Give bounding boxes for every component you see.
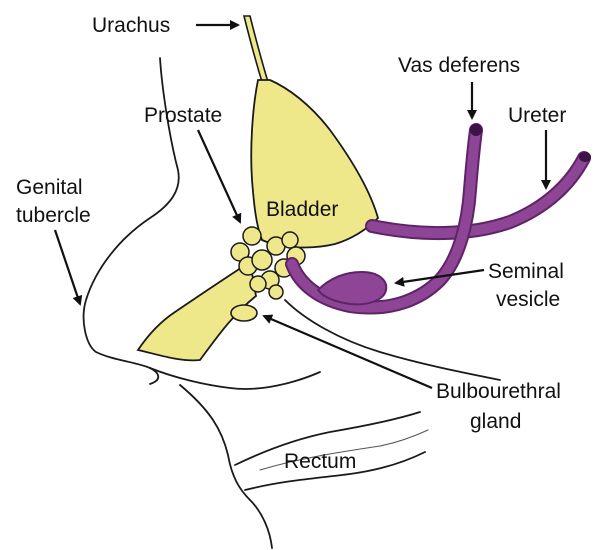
urachus-tube xyxy=(242,15,270,83)
labels: Urachus Prostate Genital tubercle Vas de… xyxy=(16,14,566,473)
label-seminal-line2: vesicle xyxy=(496,288,560,311)
label-bulbourethral-line1: Bulbourethral xyxy=(436,380,561,403)
arrow-seminal-vesicle xyxy=(394,268,485,287)
urethra xyxy=(136,260,257,362)
seminal-vesicle xyxy=(316,270,388,306)
bladder-body xyxy=(250,79,380,249)
bladder-group xyxy=(136,15,380,362)
ureter-opening xyxy=(579,152,591,162)
label-ureter: Ureter xyxy=(508,104,566,127)
dorsal-contour xyxy=(284,299,501,381)
leader-arrows xyxy=(53,20,551,390)
duct-group xyxy=(285,123,591,315)
rectum-inner-line xyxy=(259,429,429,471)
body-outline xyxy=(82,57,501,549)
rectum-lower-outline xyxy=(244,451,426,491)
label-urachus: Urachus xyxy=(92,14,170,37)
arrow-genital-tubercle xyxy=(53,229,83,306)
label-rectum: Rectum xyxy=(284,450,356,473)
vas-deferens-opening xyxy=(470,124,482,136)
label-bulbourethral-line2: gland xyxy=(470,410,521,433)
arrow-bulbourethral xyxy=(262,314,433,390)
rectum-outline xyxy=(234,411,421,466)
label-bladder: Bladder xyxy=(266,198,338,221)
perineum-contour xyxy=(149,367,321,390)
label-genital-line1: Genital xyxy=(16,176,83,199)
arrow-prostate xyxy=(196,129,242,224)
bulbourethral-gland xyxy=(230,304,258,322)
label-vas-deferens: Vas deferens xyxy=(398,54,520,77)
prostate-buds xyxy=(230,226,306,300)
posterior-contour xyxy=(179,384,273,549)
label-seminal-line1: Seminal xyxy=(488,260,564,283)
label-prostate: Prostate xyxy=(144,104,222,127)
label-genital-line2: tubercle xyxy=(16,204,91,227)
